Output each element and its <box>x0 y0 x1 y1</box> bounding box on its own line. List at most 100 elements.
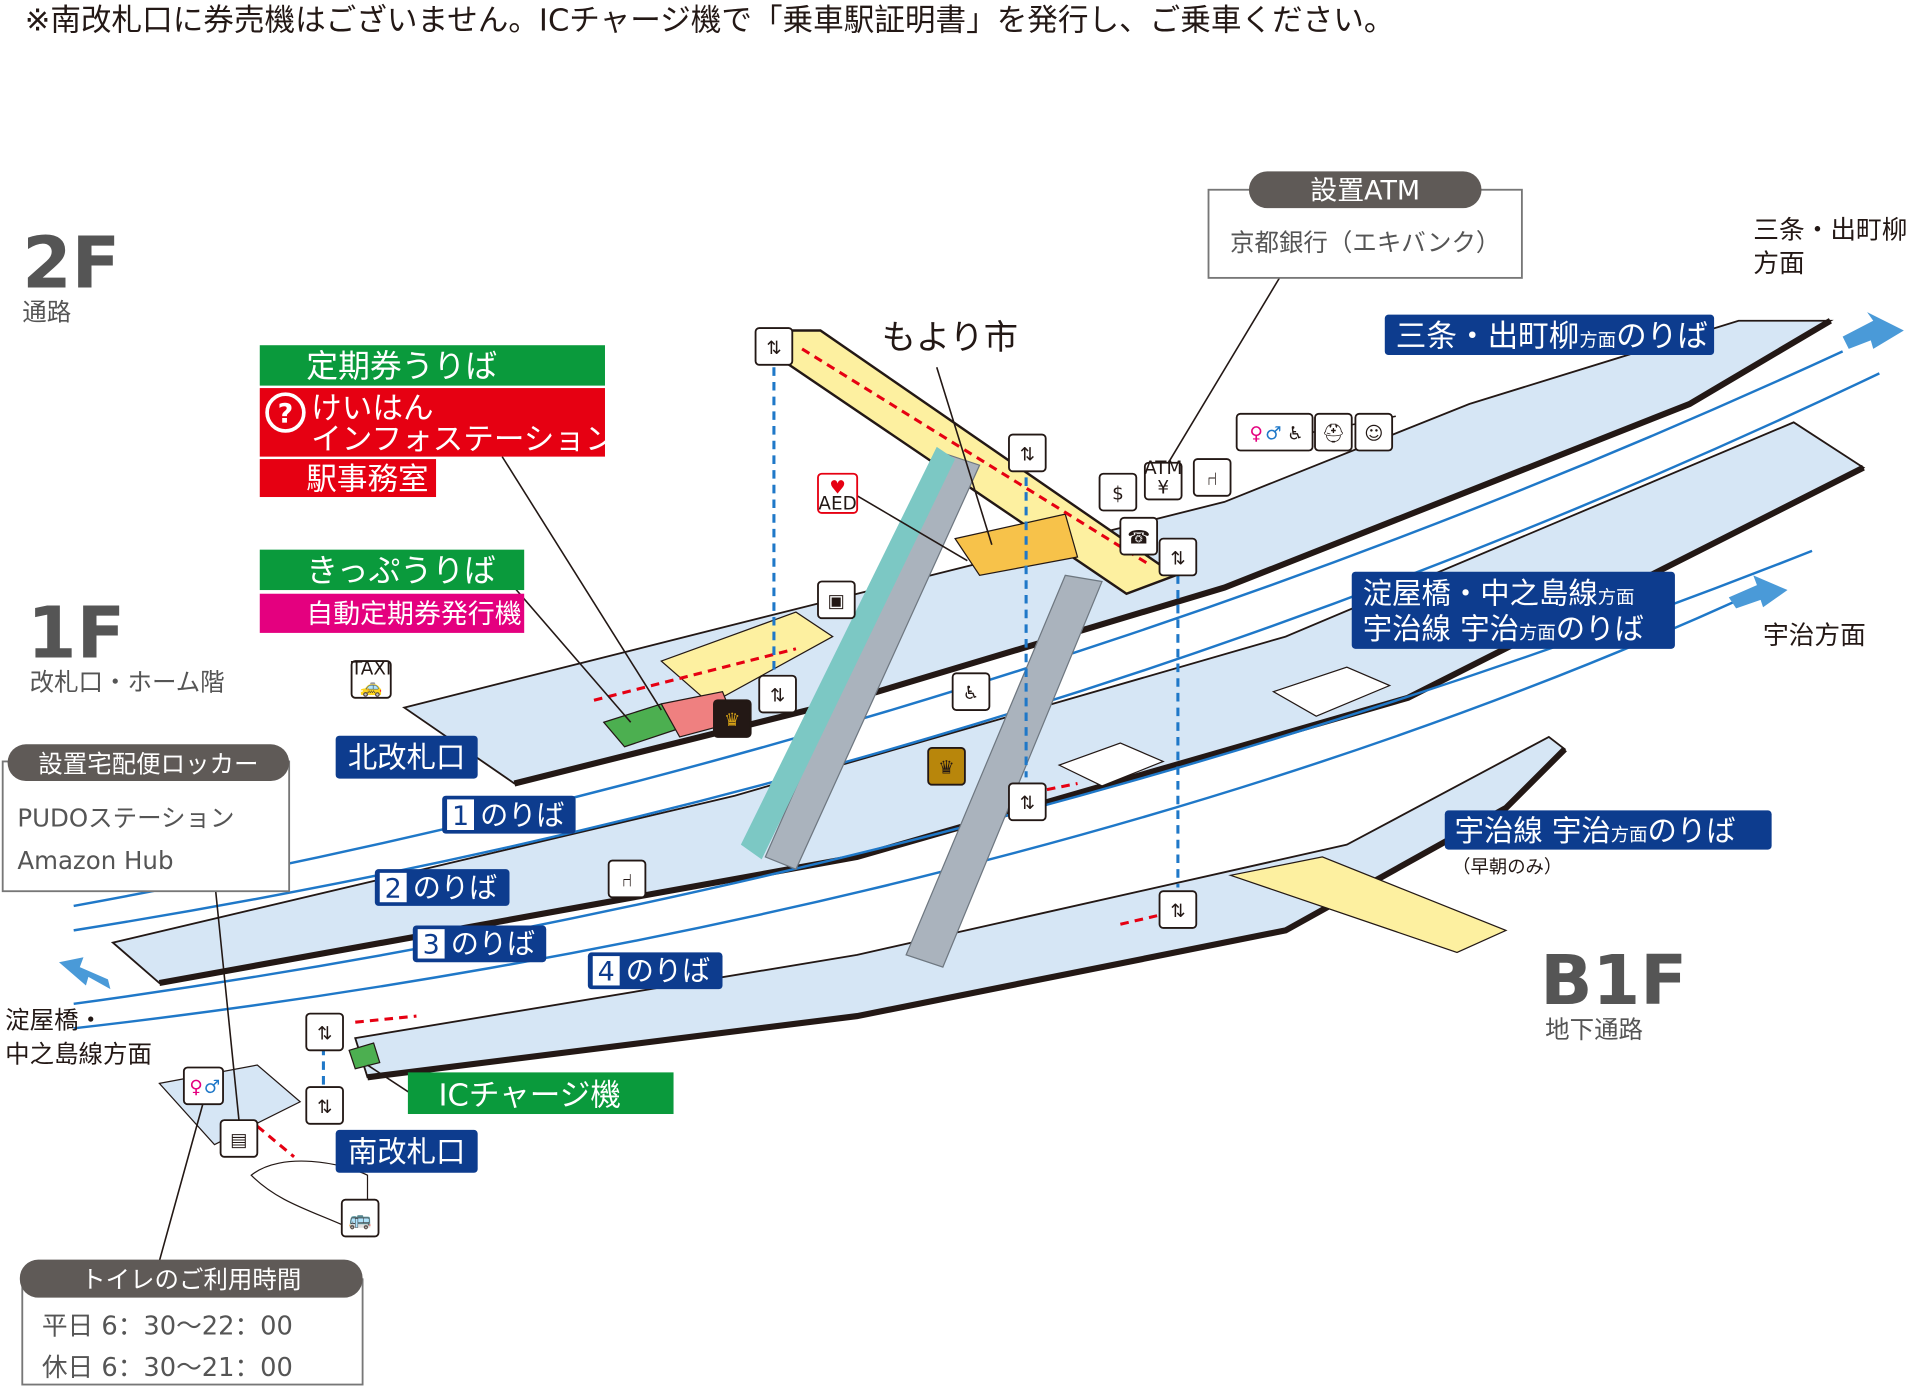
delivery-locker-icon: ▤ <box>219 1119 259 1158</box>
label-text: 北改札口 <box>348 741 466 775</box>
label-text: けいはん <box>311 392 433 427</box>
north-gate-label: 北改札口 <box>335 735 478 779</box>
atm-title: 設置ATM <box>1310 176 1420 207</box>
locker-title: 設置宅配便ロッカー <box>38 749 258 778</box>
keihan-logo-icon: ♛ <box>927 747 966 786</box>
label-text: 定期券うりば <box>306 347 497 385</box>
atm-icon: ATM¥ <box>1143 458 1183 501</box>
svg-text:☎: ☎ <box>1127 528 1150 549</box>
toilet-hours-title: トイレのご利用時間 <box>81 1265 301 1294</box>
waiting-room-icon: ⑁ <box>607 859 647 899</box>
svg-text:⇅: ⇅ <box>317 1097 332 1118</box>
aed-text: AED <box>818 493 856 514</box>
label-text: のりば <box>413 871 497 904</box>
first-aid-room-icon: ⛑ <box>1314 412 1353 452</box>
ticket-sales-label: きっぷうりば <box>259 549 525 591</box>
svg-text:♂: ♂ <box>204 1077 220 1098</box>
keihan-logo-icon: ♛ <box>713 699 752 738</box>
locker-item: PUDOステーション <box>17 803 234 832</box>
toilet-hours-box: トイレのご利用時間 平日 6：30〜22：00 休日 6：30〜21：00 <box>19 1259 364 1386</box>
floor-1f-label: 1F 改札口・ホーム階 <box>27 591 224 696</box>
arrow-yodoya <box>59 957 111 990</box>
svg-text:♂: ♂ <box>1265 423 1281 444</box>
label-text: 宇治線 宇治方面のりば <box>1363 612 1644 646</box>
arrow-uji <box>1728 575 1788 609</box>
svg-text:¥: ¥ <box>1157 477 1169 498</box>
aed-icon: ♥AED <box>817 472 859 514</box>
label-text: 宇治線 宇治方面のりば <box>1455 814 1736 848</box>
currency-exchange-icon: $ <box>1098 472 1138 512</box>
taxi-text: TAXI <box>350 659 391 680</box>
label-text: のりば <box>451 928 535 961</box>
elevator-icon: ⇅ <box>758 674 797 714</box>
svg-text:♛: ♛ <box>724 710 740 731</box>
moyori-label: もより市 <box>882 318 1018 358</box>
info-station-label: ? けいはん インフォステーション <box>259 388 616 457</box>
atm-icon-text: ATM <box>1144 458 1182 479</box>
south-gate-label: 南改札口 <box>335 1129 478 1173</box>
svg-text:▤: ▤ <box>230 1130 247 1151</box>
toilet-icon: ♀♂ <box>182 1066 224 1106</box>
label-text: きっぷうりば <box>306 551 496 589</box>
locker-info-box: 設置宅配便ロッカー PUDOステーション Amazon Hub <box>1 744 291 893</box>
ic-charge-label: ICチャージ機 <box>407 1072 674 1115</box>
label-text: 駅事務室 <box>306 463 428 498</box>
svg-text:♥: ♥ <box>829 477 845 498</box>
svg-text:⇅: ⇅ <box>1170 901 1185 922</box>
telephone-icon: ☎ <box>1119 516 1159 556</box>
label-text: ICチャージ機 <box>438 1078 620 1113</box>
platform-number: 2 <box>385 873 402 904</box>
uji-b1-platform-label: 宇治線 宇治方面のりば （早朝のみ） <box>1444 810 1772 878</box>
label-text: 三条・出町柳方面のりば <box>1396 319 1708 354</box>
direction-uji: 宇治方面 <box>1763 621 1866 651</box>
svg-text:⑁: ⑁ <box>622 870 633 891</box>
elevator-icon: ⇅ <box>1008 782 1047 822</box>
floor-2f-sub: 通路 <box>22 298 71 327</box>
direction-yodoya: 淀屋橋・ <box>5 1005 103 1034</box>
early-morning-note: （早朝のみ） <box>1452 857 1562 878</box>
platform-2-label: 2 のりば <box>374 869 510 906</box>
station-office-label: 駅事務室 <box>259 459 437 498</box>
stairs <box>905 574 1103 968</box>
floor-b1f: B1F <box>1540 941 1687 1021</box>
toilet-hours-weekday: 平日 6：30〜22：00 <box>42 1311 293 1341</box>
svg-text:⇅: ⇅ <box>766 338 781 359</box>
question-icon <box>265 392 306 433</box>
elevator-icon: ⇅ <box>754 327 794 366</box>
svg-text:⇅: ⇅ <box>1170 548 1185 569</box>
elevator-icon: ⇅ <box>1008 433 1047 473</box>
svg-text:♛: ♛ <box>938 758 954 779</box>
platform-3-label: 3 のりば <box>412 925 547 963</box>
svg-text:⛑: ⛑ <box>1322 423 1345 444</box>
platform-number: 1 <box>452 801 469 832</box>
baby-room-icon: ☺ <box>1354 412 1394 452</box>
svg-text:?: ? <box>278 398 294 429</box>
elevator-icon: ⇅ <box>305 1012 344 1052</box>
label-text: 自動定期券発行機 <box>306 599 521 630</box>
commuter-pass-sales-label: 定期券うりば <box>259 345 605 386</box>
notice-text: ※南改札口に券売機はございません。ICチャージ機で「乗車駅証明書」を発行し、ご乗… <box>25 4 1395 39</box>
label-text: 南改札口 <box>348 1135 466 1169</box>
yodoya-uji-platform-label: 淀屋橋・中之島線方面 宇治線 宇治方面のりば <box>1351 571 1675 649</box>
svg-text:🚌: 🚌 <box>349 1209 372 1230</box>
locker-item: Amazon Hub <box>17 846 173 875</box>
svg-text:☺: ☺ <box>1364 423 1383 444</box>
direction-sanjo: 三条・出町柳 <box>1753 216 1907 246</box>
elevator-icon: ⇅ <box>1158 890 1198 929</box>
svg-text:⇅: ⇅ <box>1020 444 1035 465</box>
svg-text:♀: ♀ <box>189 1077 202 1098</box>
floor-2f-label: 2F 通路 <box>22 222 120 327</box>
label-text: のりば <box>480 799 564 832</box>
label-text: のりば <box>626 955 710 988</box>
floor-1f-sub: 改札口・ホーム階 <box>30 667 225 696</box>
platform-1-label: 1 のりば <box>442 795 576 834</box>
svg-text:⇅: ⇅ <box>1020 793 1035 814</box>
direction-sanjo-2: 方面 <box>1753 249 1804 279</box>
toilet-hours-holiday: 休日 6：30〜21：00 <box>42 1353 293 1383</box>
svg-text:♿: ♿ <box>963 683 979 704</box>
label-text: 淀屋橋・中之島線方面 <box>1363 577 1635 611</box>
tracks <box>73 350 1880 1030</box>
floor-b1f-label: B1F 地下通路 <box>1540 941 1687 1044</box>
waiting-room-icon: ⑁ <box>1192 458 1232 497</box>
